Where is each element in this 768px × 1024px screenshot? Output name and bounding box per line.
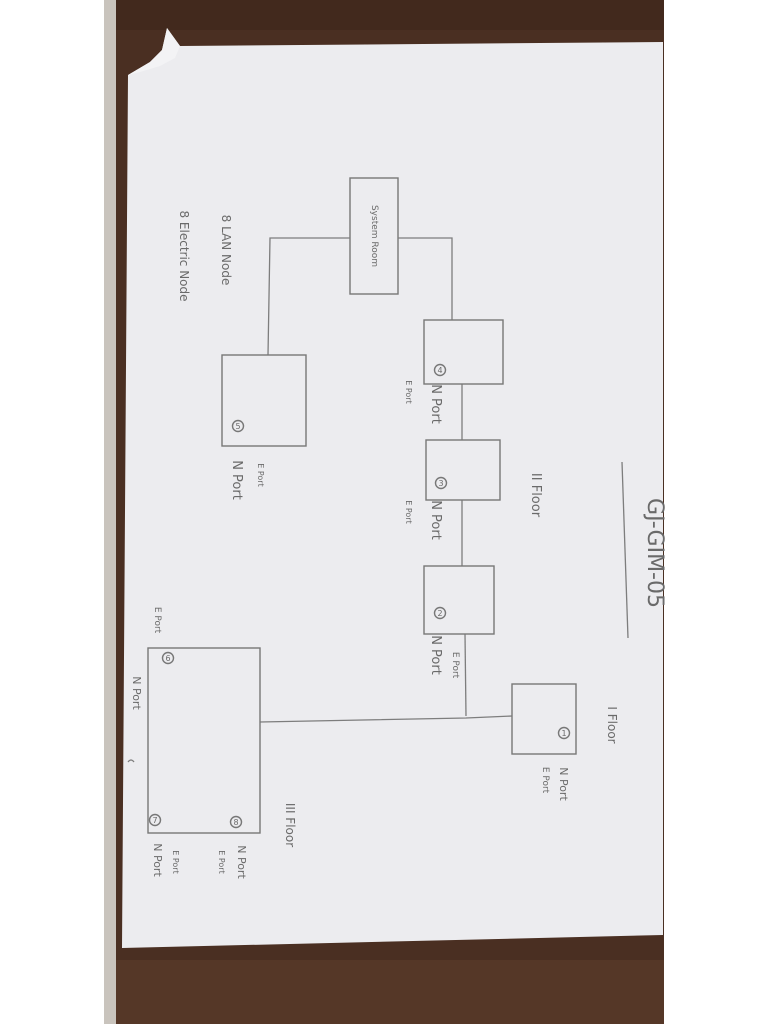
node-3-n-port-group: N Port: [428, 500, 443, 540]
node-3-n-port: N Port: [428, 500, 443, 540]
system-room-label-group: System Room: [369, 205, 379, 267]
node-1-n-port: N Port: [557, 767, 570, 801]
node-marker-7: 7: [148, 813, 162, 827]
notes-lan-group: 8 LAN Node: [219, 215, 233, 286]
node-number-4: 4: [437, 366, 442, 375]
node-7-e-port-group: E Port: [171, 850, 180, 873]
node-number-7: 7: [152, 816, 157, 825]
node-6-n-port-group: N Port: [130, 676, 143, 710]
node-5-n-port-group: N Port: [229, 460, 244, 500]
trunk-line: [259, 715, 513, 723]
node-1-n-port-group: N Port: [557, 767, 570, 801]
node-6-e-port: E Port: [152, 607, 162, 634]
node-8-n-port-group: N Port: [235, 845, 248, 879]
node-marker-3: 3: [434, 476, 448, 490]
floor-two-label-group: II Floor: [528, 473, 543, 518]
node-number-6: 6: [165, 654, 170, 663]
node-marker-1: 1: [557, 726, 571, 740]
floor-three-label: III Floor: [283, 803, 297, 847]
node-4-box: [423, 319, 504, 385]
node-8-e-port-group: E Port: [217, 850, 226, 873]
node-marker-5: 5: [231, 419, 245, 433]
system-room-label: System Room: [369, 205, 379, 267]
node-7-n-port: N Port: [151, 843, 164, 877]
floor-three-label-group: III Floor: [283, 803, 297, 847]
node-marker-8: 8: [229, 815, 243, 829]
node-number-2: 2: [437, 609, 442, 618]
node-7-e-port: E Port: [171, 850, 180, 873]
node-5-e-port: E Port: [256, 463, 265, 486]
node-3-e-port: E Port: [404, 500, 413, 523]
node-6-e-port-group: E Port: [152, 607, 162, 634]
node-8-e-port: E Port: [217, 850, 226, 873]
node-2-e-port-group: E Port: [450, 652, 460, 679]
node-4-e-port: E Port: [404, 380, 413, 403]
node-1-e-port-group: E Port: [540, 767, 550, 794]
node-5-e-port-group: E Port: [256, 463, 265, 486]
node-1-box: [511, 683, 577, 755]
link-system-room-to-node-4: [398, 237, 453, 320]
node-marker-2: 2: [433, 606, 447, 620]
wood-grain-1: [104, 0, 664, 30]
notes-electric-group: 8 Electric Node: [177, 210, 191, 301]
node-4-e-port-group: E Port: [404, 380, 413, 403]
link-system-room-to-node-5: [267, 237, 350, 356]
node-number-8: 8: [233, 818, 238, 827]
node-3-e-port-group: E Port: [404, 500, 413, 523]
paper-torn-edge: [128, 28, 180, 75]
paper-sheet: [122, 28, 663, 948]
node-2-e-port: E Port: [450, 652, 460, 679]
title-group: GJ-GIM-05: [642, 498, 667, 608]
floor-one-label-group: I Floor: [605, 706, 619, 743]
left-strip: [104, 0, 116, 1024]
node-5-box: [221, 354, 307, 447]
title-underline: [621, 461, 629, 639]
floor-two-label: II Floor: [528, 473, 543, 518]
system-room-box: [349, 177, 399, 295]
wood-grain-2: [104, 960, 664, 1024]
node-marker-6: 6: [161, 651, 175, 665]
node-2-n-port-group: N Port: [428, 635, 443, 675]
node-8-n-port: N Port: [235, 845, 248, 879]
node-2-box: [423, 565, 495, 635]
node-5-n-port: N Port: [229, 460, 244, 500]
notes-electric: 8 Electric Node: [177, 210, 191, 301]
node-6-n-port: N Port: [130, 676, 143, 710]
node-7-n-port-group: N Port: [151, 843, 164, 877]
node-marker-4: 4: [433, 363, 447, 377]
node-6-7-8-box: [147, 647, 261, 834]
link-node-2-to-trunk: [464, 633, 467, 717]
node-number-1: 1: [561, 729, 566, 738]
node-1-e-port: E Port: [540, 767, 550, 794]
node-number-5: 5: [235, 422, 240, 431]
node-3-box: [425, 439, 501, 501]
diagram-title: GJ-GIM-05: [642, 498, 667, 608]
node-4-n-port-group: N Port: [428, 384, 443, 424]
node-2-n-port: N Port: [428, 635, 443, 675]
node-number-3: 3: [438, 479, 443, 488]
pencil-mark: [127, 759, 135, 763]
notes-lan: 8 LAN Node: [219, 215, 233, 286]
floor-one-label: I Floor: [605, 706, 619, 743]
node-4-n-port: N Port: [428, 384, 443, 424]
